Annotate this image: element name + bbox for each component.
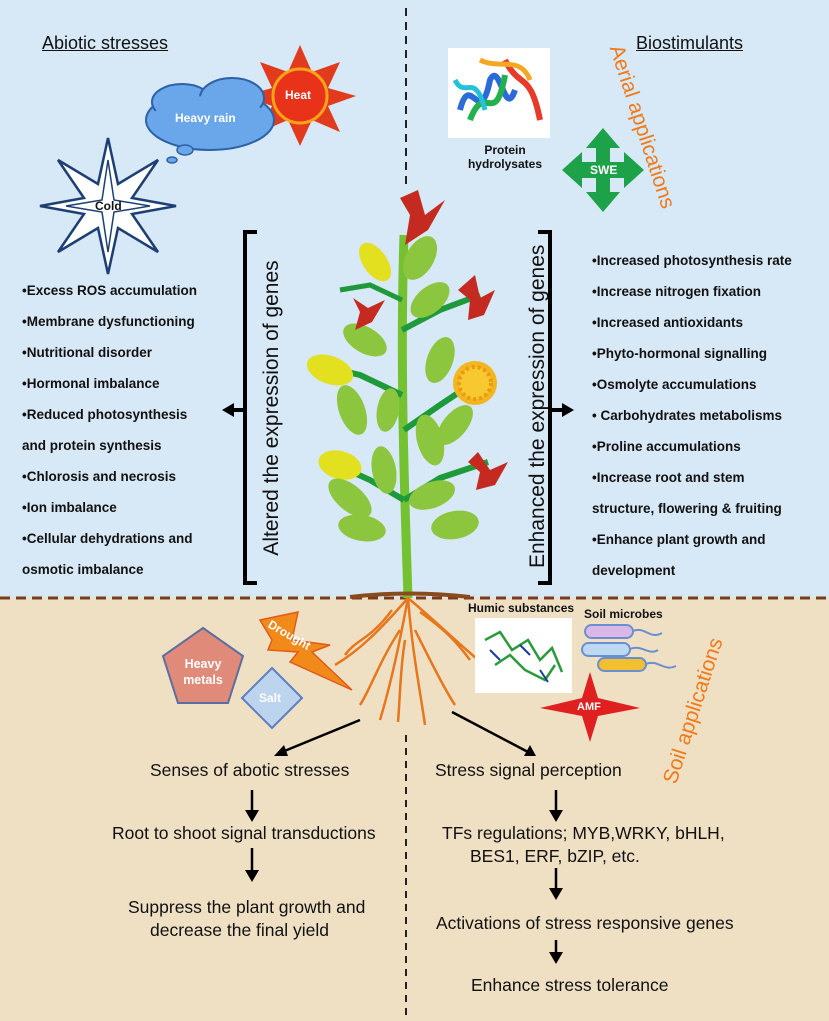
left-flow-step-2: Root to shoot signal transductions (112, 823, 376, 843)
swe-label: SWE (590, 163, 618, 177)
list-item: and protein synthesis (22, 438, 162, 453)
list-item: •Increase nitrogen fixation (592, 284, 762, 299)
right-flow-step-1: Stress signal perception (435, 760, 622, 780)
left-flow-step-1: Senses of abotic stresses (150, 760, 350, 780)
list-item: •Increased antioxidants (592, 315, 744, 330)
humic-substances-image (475, 618, 572, 693)
right-flow-step-3: Activations of stress responsive genes (436, 913, 734, 933)
amf-star-icon (540, 672, 640, 742)
list-item: •Reduced photosynthesis (22, 407, 188, 422)
right-flow-step-2a: TFs regulations; MYB,WRKY, bHLH, (442, 823, 725, 843)
roots-icon (334, 597, 489, 726)
left-flow-step-3b: decrease the final yield (150, 920, 329, 940)
cold-label: Cold (95, 199, 122, 213)
cold-star-icon (39, 137, 177, 275)
list-item: •Increase root and stem (592, 470, 745, 485)
list-item: •Phyto-hormonal signalling (592, 346, 767, 361)
left-bracket (232, 230, 257, 585)
right-flow-step-4: Enhance stress tolerance (471, 975, 669, 995)
humic-substances-label: Humic substances (468, 601, 575, 615)
list-item: •Proline accumulations (592, 439, 741, 454)
biostimulant-effects-list: •Increased photosynthesis rate •Increase… (592, 245, 792, 586)
abiotic-effects-list: •Excess ROS accumulation •Membrane dysfu… (22, 275, 197, 585)
sunflower-icon (453, 361, 497, 405)
list-item: •Increased photosynthesis rate (592, 253, 792, 268)
altered-expression-label: Altered the expression of genes (260, 260, 283, 556)
list-item: •Hormonal imbalance (22, 376, 160, 391)
list-item: •Enhance plant growth and (592, 532, 766, 547)
list-item: osmotic imbalance (22, 562, 144, 577)
list-item: development (592, 563, 676, 578)
protein-hydrolysates-label: Protein hydrolysates (467, 143, 543, 171)
heavy-rain-cloud-icon (145, 77, 275, 164)
list-item: •Ion imbalance (22, 500, 117, 515)
salt-label: Salt (259, 691, 282, 705)
list-item: •Membrane dysfunctioning (22, 314, 195, 329)
list-item: •Chlorosis and necrosis (22, 469, 177, 484)
soil-microbes-label: Soil microbes (584, 607, 663, 621)
protein-structure-image (448, 48, 550, 138)
list-item: structure, flowering & fruiting (592, 501, 782, 516)
list-item: •Nutritional disorder (22, 345, 152, 360)
heavy-metals-pentagon-icon (161, 626, 245, 704)
list-item: •Osmolyte accumulations (592, 377, 757, 392)
swe-arrow-icon (562, 128, 644, 212)
heavy-rain-label: Heavy rain (175, 111, 236, 125)
list-item: • Carbohydrates metabolisms (592, 408, 783, 423)
right-bracket (538, 230, 563, 585)
red-flower-icon (353, 190, 508, 490)
enhanced-expression-label: Enhanced the expression of genes (526, 244, 549, 568)
list-item: •Cellular dehydrations and (22, 531, 193, 546)
list-item: •Excess ROS accumulation (22, 283, 198, 298)
salt-diamond-icon (240, 666, 304, 730)
heat-label: Heat (285, 88, 312, 102)
soil-surface (349, 591, 471, 599)
drought-bolt-icon (258, 611, 353, 691)
left-flow-step-3a: Suppress the plant growth and (128, 897, 366, 917)
abiotic-stresses-heading: Abiotic stresses (42, 33, 169, 53)
right-flow-step-2b: BES1, ERF, bZIP, etc. (470, 846, 640, 866)
plant-icon (306, 234, 489, 599)
flow-arrows (245, 710, 563, 964)
biostimulants-heading: Biostimulants (636, 33, 744, 53)
soil-background (0, 598, 829, 1021)
amf-label: AMF (577, 701, 601, 713)
soil-microbes-icon (581, 624, 677, 672)
heavy-metals-label: Heavy metals (183, 657, 223, 687)
